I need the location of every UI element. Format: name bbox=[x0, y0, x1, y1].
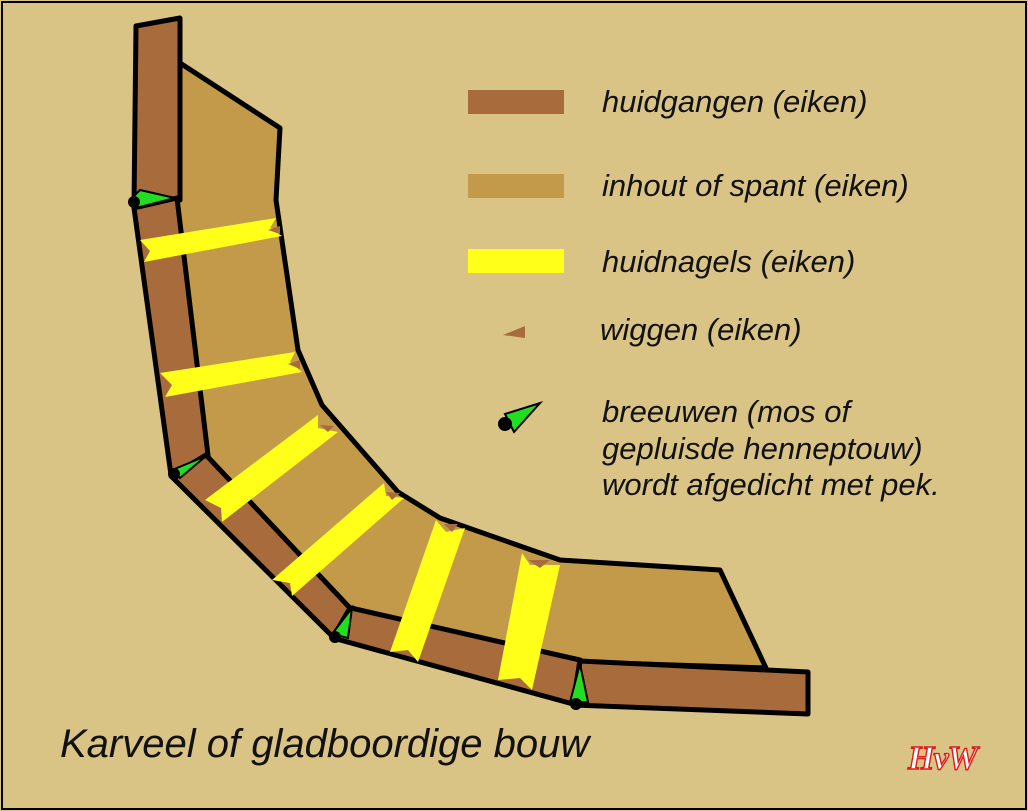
legend-label-planking: huidgangen (eiken) bbox=[602, 84, 868, 119]
legend-label-wedges: wiggen (eiken) bbox=[600, 312, 802, 347]
treenail bbox=[390, 520, 465, 662]
treenail bbox=[160, 352, 302, 397]
caulking-line-1: breeuwen (mos of bbox=[602, 394, 851, 429]
treenail bbox=[205, 415, 338, 522]
legend-swatch-planking bbox=[468, 90, 564, 114]
treenail bbox=[498, 553, 560, 690]
wedge bbox=[528, 560, 550, 568]
legend-label-frame: inhout of spant (eiken) bbox=[602, 168, 909, 203]
wedge bbox=[268, 226, 280, 234]
treenail bbox=[140, 218, 282, 262]
plank-strake-5 bbox=[571, 658, 811, 717]
caulking-seams bbox=[128, 188, 590, 710]
caulking-seam-icon bbox=[329, 604, 354, 643]
caulking-line-3: wordt afgedicht met pek. bbox=[602, 467, 940, 503]
diagram-caption: Karveel of gladboordige bouw bbox=[60, 722, 590, 766]
wedge bbox=[288, 360, 300, 369]
legend-label-treenails: huidnagels (eiken) bbox=[602, 244, 856, 279]
wedges bbox=[268, 226, 550, 568]
wedge bbox=[320, 425, 334, 432]
treenails bbox=[140, 218, 560, 690]
legend-label-caulking: breeuwen (mos of gepluisde henneptouw) w… bbox=[602, 394, 940, 504]
caulking-seam-icon bbox=[168, 455, 207, 480]
caulking-line-2: gepluisde henneptouw) bbox=[602, 430, 923, 466]
legend-swatch-frame bbox=[468, 174, 564, 198]
caulking-seam-icon bbox=[568, 663, 590, 710]
wedge bbox=[444, 524, 458, 532]
caulking-seam-icon bbox=[498, 400, 544, 434]
wedge-icon bbox=[503, 326, 525, 338]
treenail bbox=[272, 483, 404, 596]
wedge bbox=[386, 492, 400, 500]
legend-swatch-treenails bbox=[468, 249, 564, 273]
caulking-seam-icon bbox=[128, 188, 176, 210]
plank-strake-1 bbox=[131, 15, 183, 208]
author-signature: HvW bbox=[907, 739, 978, 777]
